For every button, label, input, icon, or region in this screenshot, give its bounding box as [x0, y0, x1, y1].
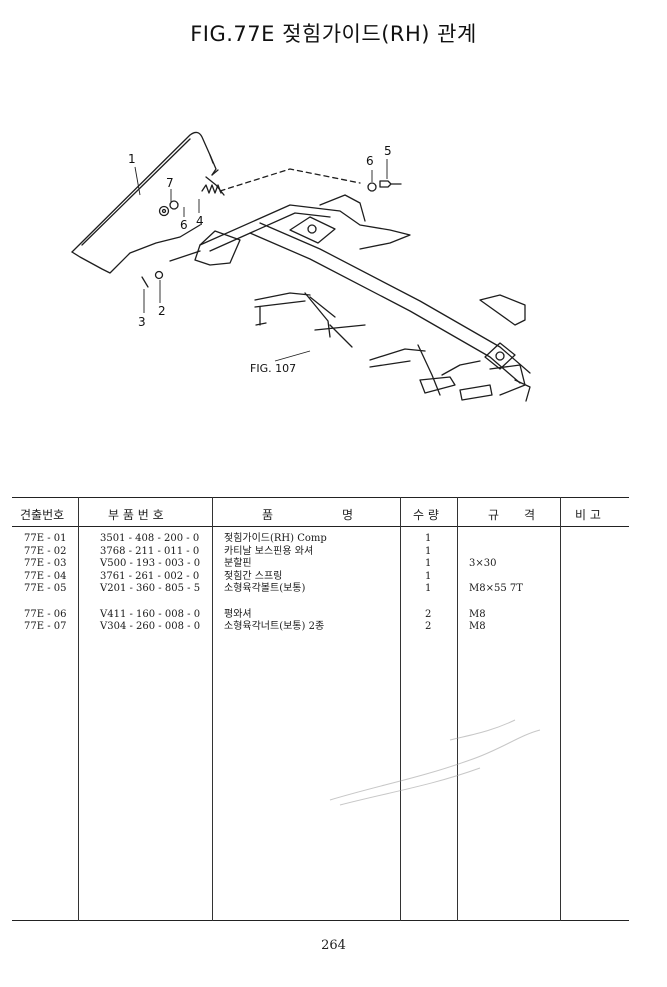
- col-divider: [400, 497, 401, 921]
- col-divider: [560, 497, 561, 921]
- cell-qty: 1: [425, 545, 432, 557]
- header-spec-1: 규: [488, 508, 500, 522]
- cell-no: 77E - 03: [24, 558, 67, 569]
- callout-5: 5: [384, 144, 392, 158]
- cell-no: 77E - 06: [24, 608, 67, 620]
- guide-plate: [71, 131, 214, 253]
- cell-qty: 1: [425, 570, 432, 582]
- cell-name: 젖힘가이드(RH) Comp: [224, 533, 327, 544]
- cell-part-no: 3501 - 408 - 200 - 0: [100, 533, 200, 544]
- cell-spec: M8: [469, 621, 486, 632]
- col-divider: [212, 497, 213, 921]
- callout-1: 1: [128, 152, 136, 166]
- split-pin: [141, 276, 149, 288]
- header-name-2: 명: [342, 508, 354, 522]
- table-row: 77E - 05 V201 - 360 - 805 - 5 소형육각볼트(보통)…: [12, 583, 629, 596]
- header-name-1: 품: [262, 508, 274, 522]
- cell-no: 77E - 04: [24, 570, 67, 582]
- col-divider: [457, 497, 458, 921]
- cell-qty: 1: [425, 533, 432, 544]
- cell-part-no: V201 - 360 - 805 - 5: [100, 583, 201, 594]
- cell-name: 평와셔: [224, 608, 252, 620]
- header-spec-2: 격: [524, 508, 536, 522]
- table-row: 77E - 06 V411 - 160 - 008 - 0 평와셔 2 M8: [12, 609, 629, 622]
- washer-top: [367, 182, 377, 192]
- cell-part-no: V304 - 260 - 008 - 0: [100, 621, 201, 632]
- cell-no: 77E - 02: [24, 545, 67, 557]
- cell-name: 카티날 보스핀용 와셔: [224, 545, 314, 557]
- cell-part-no: V500 - 193 - 003 - 0: [100, 558, 201, 569]
- cell-qty: 1: [425, 583, 432, 594]
- callout-6-top: 6: [366, 154, 374, 168]
- scan-smudge: [329, 719, 541, 806]
- parts-table: 견출번호 부 품 번 호 품 명 수 량 규 격 비 고 77E - 01 35…: [12, 497, 629, 921]
- frame-beam: [199, 204, 411, 250]
- header-remark: 비 고: [575, 508, 601, 522]
- table-row: 77E - 03 V500 - 193 - 003 - 0 분할핀 1 3×30: [12, 558, 629, 571]
- header-qty: 수 량: [413, 508, 439, 522]
- table-row: 77E - 02 3768 - 211 - 011 - 0 카티날 보스핀용 와…: [12, 546, 629, 559]
- cell-qty: 2: [425, 608, 432, 620]
- table-row: 77E - 04 3761 - 261 - 002 - 0 젖힘간 스프링 1: [12, 571, 629, 584]
- cell-part-no: V411 - 160 - 008 - 0: [100, 608, 201, 620]
- spring: [201, 184, 222, 194]
- cell-name: 분할핀: [224, 558, 252, 569]
- cell-no: 77E - 01: [24, 533, 67, 544]
- cell-name: 젖힘간 스프링: [224, 570, 283, 582]
- cell-no: 77E - 05: [24, 583, 67, 594]
- cell-qty: 1: [425, 558, 432, 569]
- callout-2: 2: [158, 304, 166, 318]
- table-row: 77E - 01 3501 - 408 - 200 - 0 젖힘가이드(RH) …: [12, 533, 629, 546]
- cell-name: 소형육각볼트(보통): [224, 583, 306, 594]
- cell-spec: M8×55 7T: [469, 583, 523, 594]
- header-no: 견출번호: [20, 508, 65, 522]
- cell-spec: M8: [469, 608, 486, 620]
- table-header-rule: [12, 526, 629, 527]
- col-divider: [78, 497, 79, 921]
- cell-part-no: 3768 - 211 - 011 - 0: [100, 545, 200, 557]
- cell-name: 소형육각너트(보통) 2종: [224, 621, 325, 632]
- washer: [169, 200, 179, 210]
- cell-part-no: 3761 - 261 - 002 - 0: [100, 570, 200, 582]
- table-top-rule: [12, 497, 629, 498]
- cell-no: 77E - 07: [24, 621, 67, 632]
- cell-spec: 3×30: [469, 558, 497, 569]
- callout-7: 7: [166, 176, 174, 190]
- parts-diagram: 1 2 3 4 5 6 6 7 FIG. 107: [71, 131, 531, 402]
- fig-107-label: FIG. 107: [250, 362, 296, 375]
- header-part-no: 부 품 번 호: [108, 508, 164, 522]
- callout-3: 3: [138, 315, 146, 329]
- callout-6-left: 6: [180, 218, 188, 232]
- bolt: [379, 180, 402, 188]
- callout-4: 4: [196, 214, 204, 228]
- table-row: 77E - 07 V304 - 260 - 008 - 0 소형육각너트(보통)…: [12, 621, 629, 634]
- page-number: 264: [321, 938, 346, 953]
- table-bottom-rule: [12, 920, 629, 921]
- table-body: 77E - 01 3501 - 408 - 200 - 0 젖힘가이드(RH) …: [12, 533, 629, 634]
- nut: [158, 205, 170, 217]
- cell-qty: 2: [425, 621, 432, 632]
- page-title: FIG.77E 젖힘가이드(RH) 관계: [190, 22, 477, 46]
